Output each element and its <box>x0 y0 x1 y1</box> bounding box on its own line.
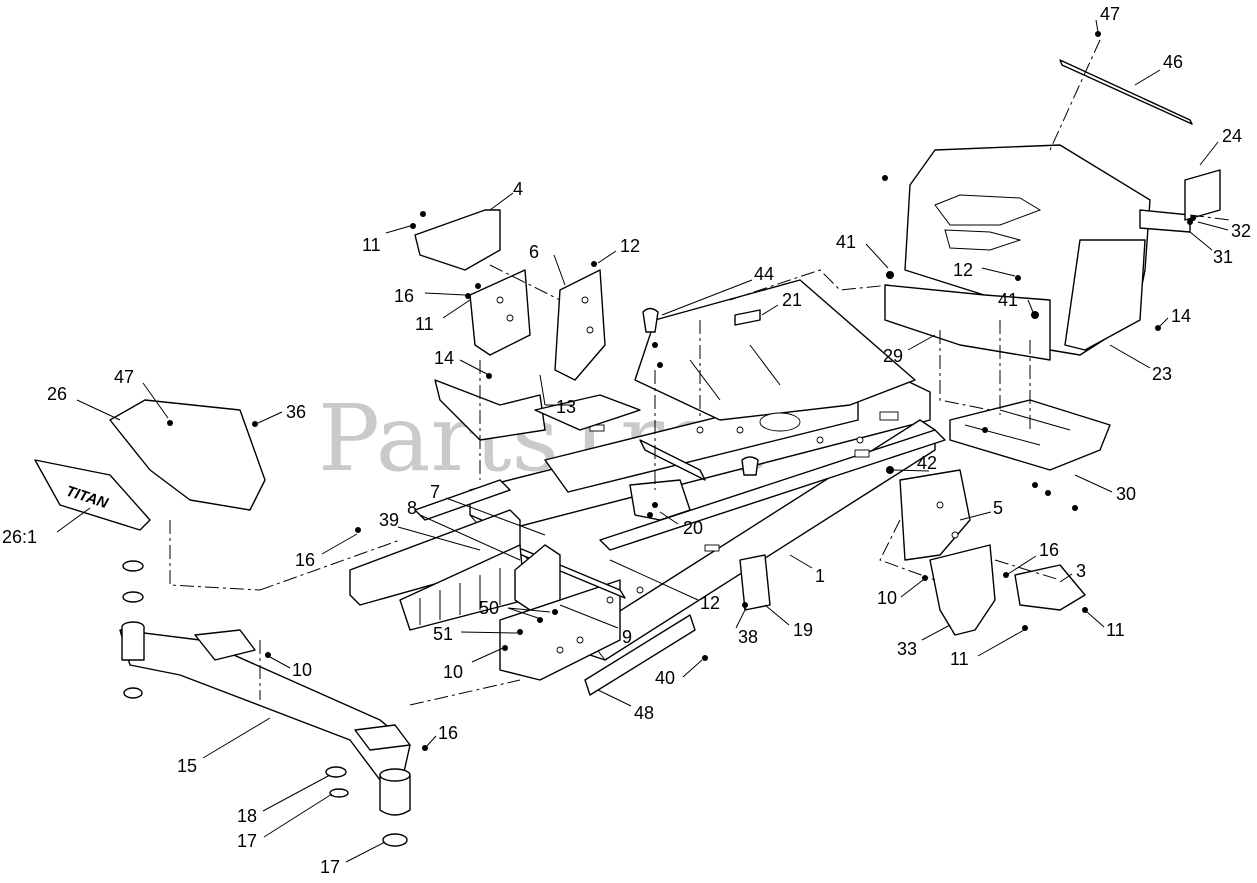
callout-10-left: 10 <box>292 660 312 680</box>
callout-12-mid: 12 <box>700 593 720 613</box>
callout-18: 18 <box>237 806 257 826</box>
callout-16-c: 16 <box>295 550 315 570</box>
callout-11-c: 11 <box>1106 620 1125 640</box>
callout-3: 3 <box>1076 561 1086 581</box>
callout-4: 4 <box>513 179 523 199</box>
callout-11-a: 11 <box>362 235 381 255</box>
callout-47-left: 47 <box>114 367 134 387</box>
callout-41-b: 41 <box>998 290 1018 310</box>
callout-17-b: 17 <box>320 857 340 877</box>
callout-20: 20 <box>683 518 703 538</box>
callout-30: 30 <box>1116 484 1136 504</box>
callout-41-a: 41 <box>836 232 856 252</box>
callout-6: 6 <box>529 242 539 262</box>
callout-48: 48 <box>634 703 654 723</box>
callout-29: 29 <box>883 346 903 366</box>
fasteners <box>167 31 1196 751</box>
callout-15: 15 <box>177 756 197 776</box>
side-skirt <box>584 614 696 696</box>
front-cover: TITAN <box>34 399 266 531</box>
rear-panel-assembly <box>734 59 1221 471</box>
callout-51: 51 <box>433 624 453 644</box>
callout-16-b: 16 <box>1039 540 1059 560</box>
callout-39: 39 <box>379 510 399 530</box>
callout-14-left: 14 <box>434 348 454 368</box>
main-frame <box>469 279 946 681</box>
callout-23: 23 <box>1152 364 1172 384</box>
callout-7: 7 <box>430 482 440 502</box>
callout-11-d: 11 <box>950 649 969 669</box>
callout-5: 5 <box>993 498 1003 518</box>
front-axle <box>119 560 411 847</box>
callout-12-a: 12 <box>620 236 640 256</box>
callout-26-1: 26:1 <box>2 527 37 547</box>
callout-16-d: 16 <box>438 723 458 743</box>
callout-31: 31 <box>1213 247 1233 267</box>
callout-11-b: 11 <box>415 314 434 334</box>
callout-40: 40 <box>655 668 675 688</box>
callout-10-right: 10 <box>877 588 897 608</box>
callout-36: 36 <box>286 402 306 422</box>
callout-50: 50 <box>479 598 499 618</box>
callout-10-mid: 10 <box>443 662 463 682</box>
callout-labels: 47 46 24 32 31 14 23 41 12 41 29 30 4 11… <box>2 4 1251 877</box>
callout-9: 9 <box>622 627 632 647</box>
callout-8: 8 <box>407 498 417 518</box>
cross-members <box>414 439 706 599</box>
callout-12-upper: 12 <box>953 260 973 280</box>
callout-38: 38 <box>738 627 758 647</box>
callout-42: 42 <box>917 453 937 473</box>
left-brackets <box>414 209 641 441</box>
callout-17-a: 17 <box>237 831 257 851</box>
callout-14-right: 14 <box>1171 306 1191 326</box>
assembly-lines <box>169 39 1231 706</box>
callout-33: 33 <box>897 639 917 659</box>
callout-46: 46 <box>1163 52 1183 72</box>
callout-13: 13 <box>556 397 576 417</box>
left-side-panels <box>349 509 561 631</box>
callout-21: 21 <box>782 290 802 310</box>
callout-1: 1 <box>815 566 825 586</box>
callout-26: 26 <box>47 384 67 404</box>
callout-24: 24 <box>1222 126 1242 146</box>
callout-47-top: 47 <box>1100 4 1120 24</box>
leader-lines <box>56 19 1229 863</box>
callout-16-a: 16 <box>394 286 414 306</box>
callout-19: 19 <box>793 620 813 640</box>
callout-44: 44 <box>754 264 774 284</box>
right-brackets <box>629 469 1086 636</box>
callout-32: 32 <box>1231 221 1251 241</box>
